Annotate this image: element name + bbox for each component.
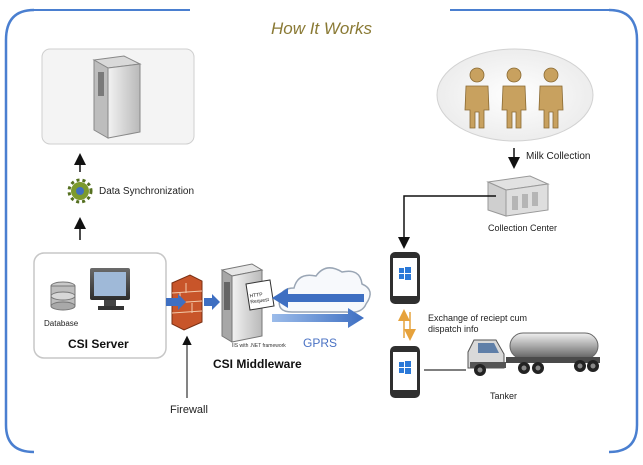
mobile-device-bottom-icon	[390, 346, 420, 398]
gprs-label: GPRS	[303, 336, 338, 350]
http-request-document-icon	[245, 279, 275, 311]
exchange-label-line2: dispatch info	[428, 324, 479, 334]
border-left-bracket	[4, 8, 35, 454]
gprs-arrow-incoming	[272, 288, 364, 308]
framework-label: IIS with .NET framework	[232, 343, 286, 349]
collection-center-label: Collection Center	[488, 223, 558, 233]
data-sync-label: Data Synchronization	[99, 186, 195, 197]
exchange-label-line1: Exchange of reciept cum	[428, 313, 528, 323]
database-label: Database	[44, 319, 79, 328]
server-tower-icon	[92, 55, 142, 139]
collection-center-icon	[486, 175, 550, 217]
gear-icon	[67, 178, 93, 204]
csi-middleware-label: CSI Middleware	[213, 357, 302, 371]
diagram-title: How It Works	[270, 19, 373, 38]
arrow-firewall-to-middleware	[204, 294, 220, 310]
tanker-truck-icon	[467, 332, 600, 376]
firewall-label: Firewall	[170, 404, 208, 416]
milk-collection-label: Milk Collection	[526, 151, 591, 162]
monitor-icon	[90, 268, 130, 310]
arrow-server-to-firewall	[166, 294, 186, 310]
firewall-icon	[171, 274, 203, 331]
center-to-phone-arrow	[398, 195, 496, 249]
tanker-label: Tanker	[490, 391, 518, 401]
border-right-bracket	[608, 8, 639, 454]
middleware-server-icon	[220, 263, 275, 343]
csi-server-label: CSI Server	[68, 337, 129, 351]
cloud-icon	[278, 267, 371, 314]
gprs-arrow-outgoing	[272, 308, 364, 328]
database-icon	[50, 281, 76, 311]
people-icon	[464, 67, 564, 129]
mobile-device-top-icon	[390, 252, 420, 304]
